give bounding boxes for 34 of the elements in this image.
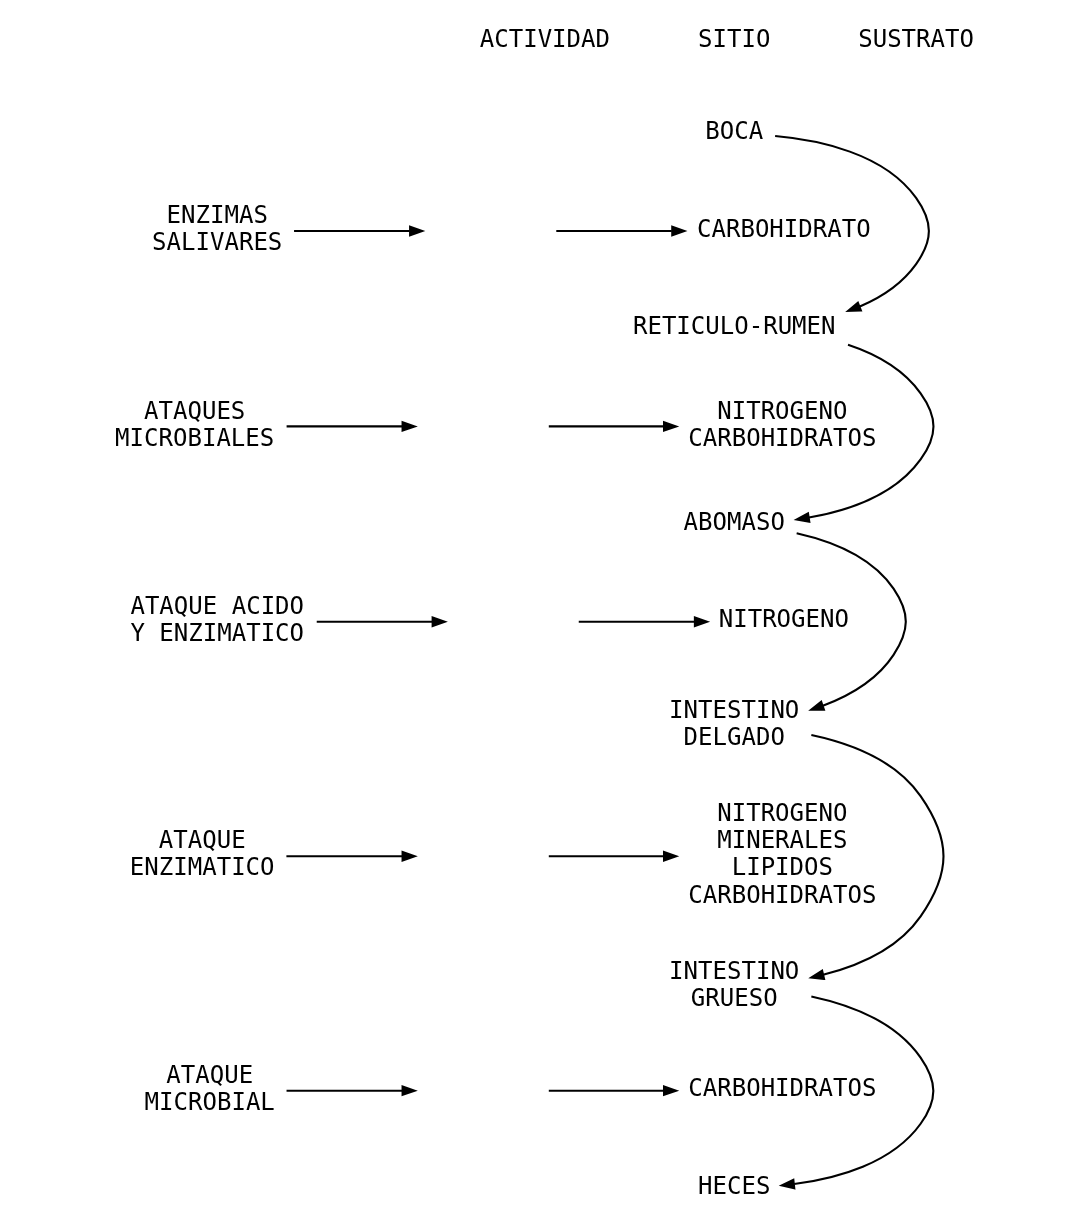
arrow xyxy=(807,733,945,981)
arrow xyxy=(286,1085,418,1097)
node-text: RETICULO-RUMEN xyxy=(632,312,836,341)
node-text: ENZIMAS SALIVARES xyxy=(151,201,282,257)
label: SUSTRATO xyxy=(857,25,974,54)
node-text: ATAQUE ENZIMATICO xyxy=(129,826,275,882)
arrow xyxy=(578,616,710,628)
arrow xyxy=(795,532,907,711)
arrow xyxy=(793,343,934,524)
node-text: INTESTINO GRUESO xyxy=(668,957,799,1013)
node-text: ATAQUE MICROBIAL xyxy=(144,1060,275,1116)
arrow xyxy=(316,616,448,628)
arrow xyxy=(548,850,679,862)
label: ACTIVIDAD xyxy=(479,25,610,54)
node-text: NITROGENO xyxy=(718,605,849,634)
arrow xyxy=(555,225,687,237)
arrow xyxy=(774,135,930,313)
node-text: ABOMASO xyxy=(683,507,785,536)
arrow xyxy=(548,1085,679,1097)
node-text: BOCA xyxy=(704,117,763,146)
node-text: CARBOHIDRATOS xyxy=(687,1074,876,1103)
arrow xyxy=(293,225,425,237)
node-text: ATAQUES MICROBIALES xyxy=(114,396,274,452)
arrow xyxy=(285,850,418,862)
node-text: CARBOHIDRATO xyxy=(696,214,871,243)
label: SITIO xyxy=(697,25,770,54)
node-text: INTESTINO DELGADO xyxy=(668,695,799,751)
node-text: NITROGENO MINERALES LIPIDOS CARBOHIDRATOS xyxy=(687,799,876,909)
arrow xyxy=(548,420,679,433)
node-text: ATAQUE ACIDO Y ENZIMATICO xyxy=(129,591,304,647)
arrow xyxy=(778,995,934,1190)
node-text: NITROGENO CARBOHIDRATOS xyxy=(687,396,876,452)
arrow xyxy=(286,420,418,433)
node-text: HECES xyxy=(697,1172,770,1201)
